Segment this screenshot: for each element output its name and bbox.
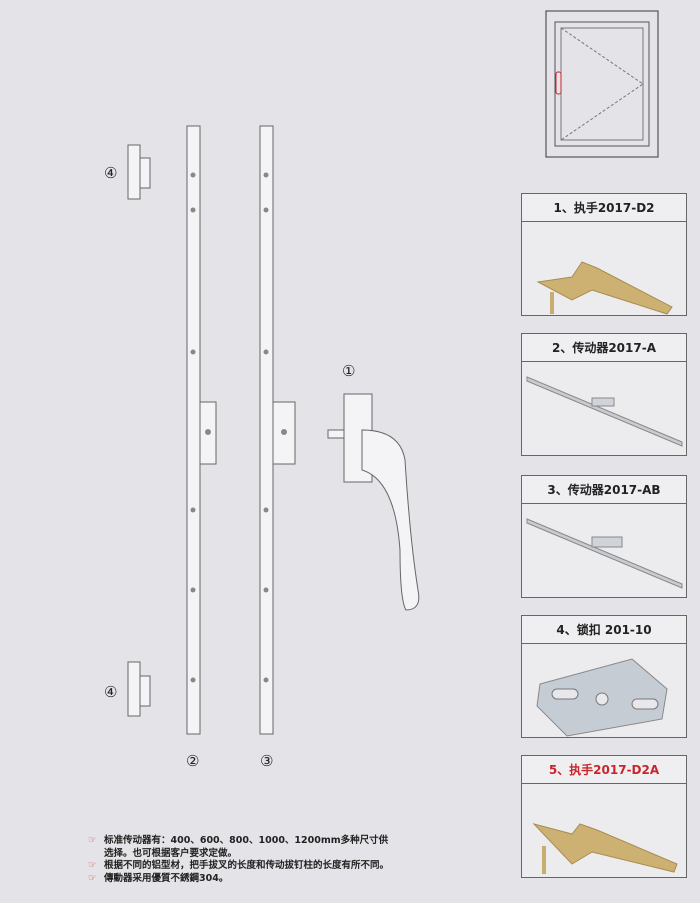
window-opening-diagram [545, 10, 659, 158]
product-panel-drive-ab: 3、传动器2017-AB [521, 475, 687, 598]
handle-image [532, 823, 678, 874]
label-keeper-bottom: ④ [104, 683, 118, 701]
note-item: ☞标准传动器有：400、600、800、1000、1200mm多种尺寸供选择。也… [88, 835, 389, 859]
label-drive-rod-a: ② [186, 752, 200, 770]
product-panel-keeper: 4、锁扣 201-10 [521, 615, 687, 738]
notes: ☞标准传动器有：400、600、800、1000、1200mm多种尺寸供选择。也… [88, 835, 389, 885]
pointing-hand-icon: ☞ [88, 872, 97, 884]
panel-title: 2、传动器2017-A [522, 334, 686, 362]
note-item: ☞傳動器采用優質不銹鋼304。 [88, 872, 229, 884]
label-keeper-top: ④ [104, 164, 118, 182]
panel-title: 4、锁扣 201-10 [522, 616, 686, 644]
pointing-hand-icon: ☞ [88, 835, 97, 846]
handle-image [536, 261, 673, 315]
panel-title: 1、执手2017-D2 [522, 194, 686, 222]
hardware-drawing [127, 125, 420, 735]
note-item: ☞根据不同的铝型材，把手拔叉的长度和传动拔钉柱的长度有所不同。 [88, 860, 390, 871]
product-panel-handle-d2: 1、执手2017-D2 [521, 193, 687, 316]
product-panel-drive-a: 2、传动器2017-A [521, 333, 687, 456]
drive-rod-image [526, 518, 683, 589]
panel-title: 3、传动器2017-AB [522, 476, 686, 504]
product-panel-handle-d2a: 5、执手2017-D2A [521, 755, 687, 878]
label-drive-rod-ab: ③ [260, 752, 274, 770]
label-handle: ① [342, 362, 356, 380]
keeper-image [536, 658, 668, 737]
pointing-hand-icon: ☞ [88, 860, 97, 871]
panel-title: 5、执手2017-D2A [522, 756, 686, 784]
drive-rod-a [186, 125, 201, 735]
drive-rod-ab [259, 125, 274, 735]
drive-rod-image [526, 376, 683, 447]
